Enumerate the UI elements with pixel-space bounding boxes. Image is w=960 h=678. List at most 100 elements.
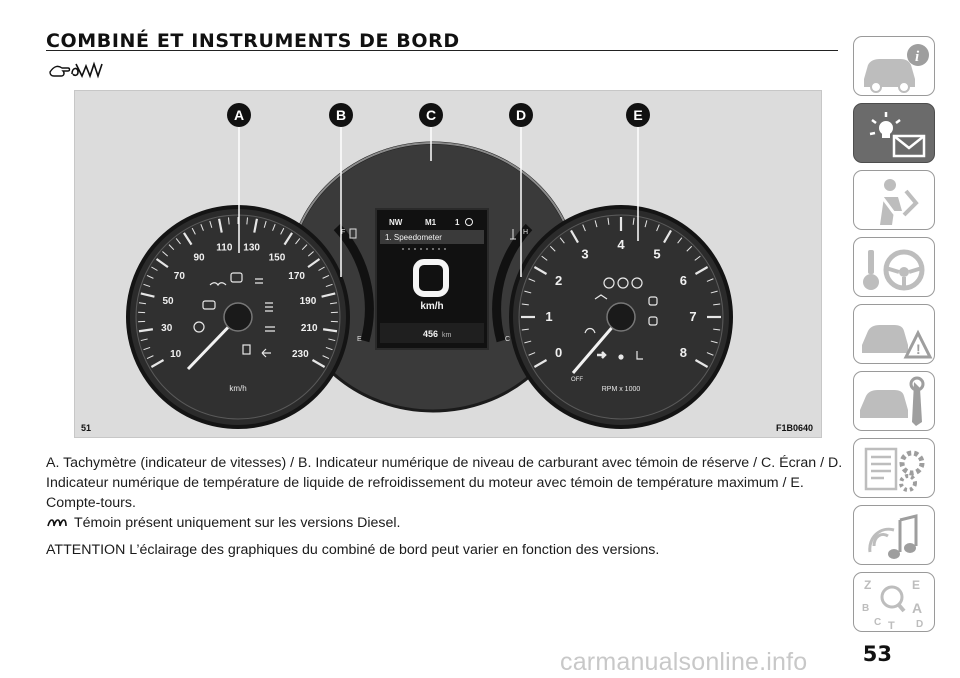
speedometer-tick [138,302,147,305]
tab-emergency[interactable]: ! [853,304,935,364]
index-letter: E [912,578,920,592]
speedometer-tick [329,302,338,305]
speedometer-tick [272,223,276,231]
turn-right-arrow-icon [597,351,607,359]
speedometer-tick [200,223,204,231]
speedometer-tick [155,258,169,269]
speedometer-tick [253,218,259,233]
diesel-note: Témoin présent uniquement sur les versio… [46,513,836,533]
esc-off-icon [648,316,658,326]
figure-code: F1B0640 [775,423,813,433]
tachometer-tick [528,352,536,356]
warning-light-envelope-icon [869,112,926,158]
tachometer-tick [632,217,635,225]
turn-left-arrow-icon [261,348,271,358]
display-lamp-icon [465,218,473,226]
brake-warning-icon [230,272,243,283]
odometer-value: 456 [423,329,438,339]
tachometer-warning-lamps [584,277,658,360]
speedometer-tick-marks [138,217,338,368]
tab-vehicle-info[interactable]: i [853,36,935,96]
glow-plug-icon [47,519,67,527]
display-menu-bar [380,230,484,244]
tachometer-tick [694,359,709,368]
stability-icon [193,321,205,333]
speedometer-tick [322,328,338,333]
speedometer-tick [328,338,336,342]
speedometer-tick [209,220,213,228]
speedometer-tick [146,355,154,359]
tab-safety[interactable] [853,170,935,230]
speedometer-tick [311,359,326,368]
svg-text:!: ! [916,341,921,357]
music-note-icon [868,514,918,559]
speedometer-tick [263,220,267,228]
attention-text: ATTENTION L’éclairage des graphiques du … [46,542,660,558]
display-item-number: 1 [455,218,460,227]
callout-a-label: A [234,107,244,123]
figure-caption: A. Tachymètre (indicateur de vitesses) /… [46,455,843,511]
callout-b-label: B [336,107,346,123]
tachometer-tick [528,278,536,282]
tachometer-unit: RPM x 1000 [602,386,641,393]
speedometer-tick [168,244,175,251]
display-heading: NW [389,218,403,227]
diesel-glow-plug-icon [209,282,227,287]
power-steering-icon [584,327,596,334]
tachometer-tick [524,340,532,344]
figure-number: 51 [81,423,92,433]
speedometer-tick [307,251,314,257]
display-page-dots [402,248,446,250]
speedometer-tick [146,275,154,279]
tachometer-tick [533,266,548,275]
tachometer-tick [694,266,709,275]
diesel-note-text: Témoin présent uniquement sur les versio… [74,515,401,531]
speedometer-tick [183,232,193,246]
car-info-icon: i [864,44,929,93]
tab-starting-driving[interactable] [853,237,935,297]
tachometer-tick [706,278,714,282]
tab-maintenance[interactable] [853,371,935,431]
tab-multimedia[interactable] [853,505,935,565]
list-gears-icon [864,447,925,492]
speedometer-tick-label: 50 [162,296,174,307]
index-letter: B [862,603,869,614]
hand-symbol-logo [49,61,103,79]
speedometer-tick [322,275,330,279]
speedometer-tick [191,227,196,235]
seatbelt-airbag-icon [880,179,919,225]
low-beam-icon [265,326,275,332]
callout-d-marker [509,103,533,127]
engine-check-icon [202,300,216,310]
callout-c-marker [419,103,443,127]
tab-technical-data[interactable] [853,438,935,498]
tachometer-tick [541,255,548,261]
index-letter: D [916,619,923,630]
tachometer-hub [606,302,636,332]
speedometer-tick [150,359,165,368]
tachometer-tick [677,237,683,244]
display-menu-item: 1. Speedometer [385,233,442,242]
brake-circle-icon [617,277,629,289]
speedometer-tick [301,244,308,251]
tachometer-tick [607,217,610,225]
speedometer-tick [322,355,330,359]
callout-lines [238,125,639,277]
display-speed-digit [413,259,449,297]
tab-warning-lights[interactable] [853,103,935,163]
car-wrench-icon [860,376,925,426]
speedometer-tick [325,346,333,351]
tachometer-tick [713,328,721,331]
tachometer-tick [644,220,648,228]
tachometer-tick [686,245,693,252]
esc-icon [648,296,658,306]
title-rule [46,50,838,51]
speedometer-unit: km/h [229,384,246,393]
speedometer-tick-label: 90 [194,252,206,263]
tachometer-tick-label: 7 [689,309,696,324]
tachometer-tick [663,229,672,244]
